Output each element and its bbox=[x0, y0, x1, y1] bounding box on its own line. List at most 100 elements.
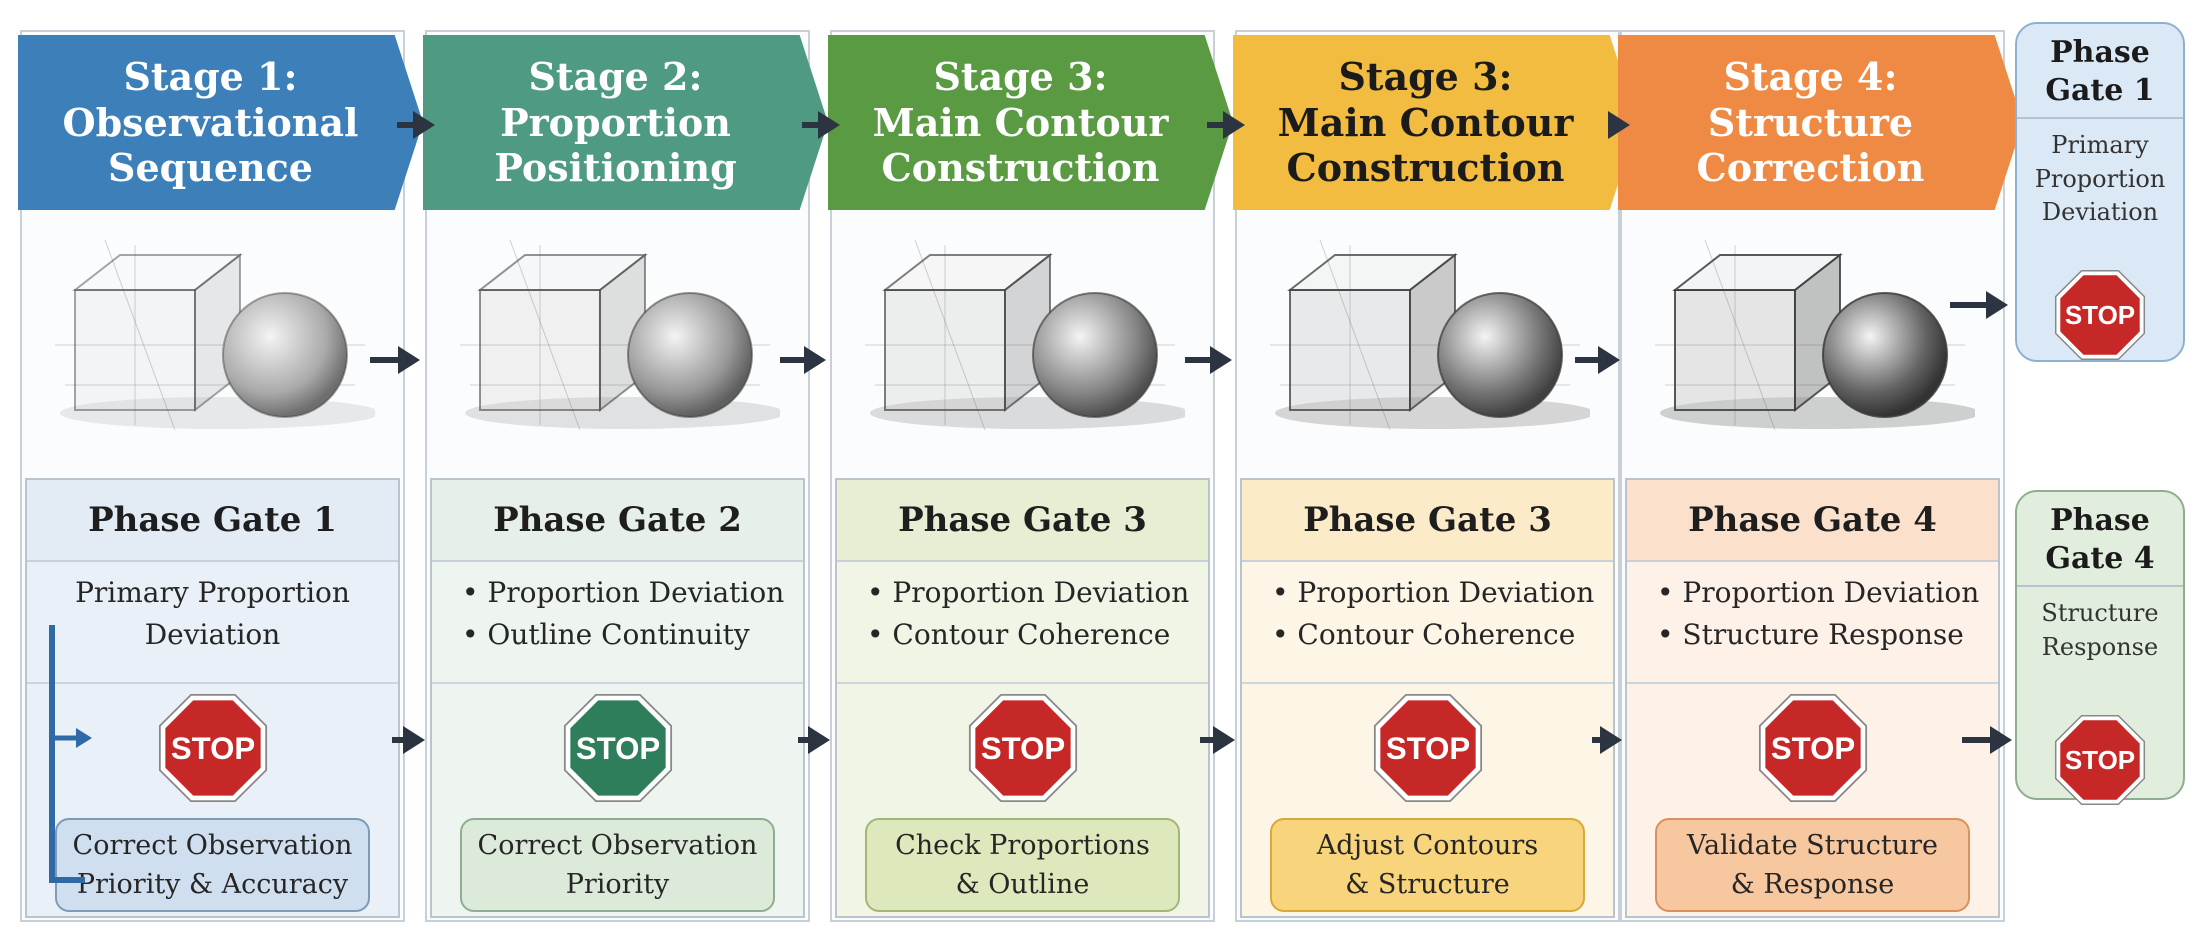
gate-divider bbox=[1627, 682, 1998, 684]
gate-divider bbox=[27, 682, 398, 684]
stage-title-line: Structure bbox=[1707, 99, 1914, 145]
stage-title-line: Stage 4: bbox=[1723, 54, 1898, 100]
side-gate-criteria-line: Deviation bbox=[2041, 198, 2159, 227]
cube-sphere-sketch bbox=[460, 239, 780, 431]
criteria-line: Deviation bbox=[144, 618, 281, 651]
action-line: Correct Observation bbox=[477, 829, 758, 861]
stage-title-line: Stage 3: bbox=[933, 54, 1108, 100]
stop-label: STOP bbox=[980, 731, 1064, 766]
side-gate-criteria-line: Structure bbox=[2041, 599, 2159, 627]
phase-gate-criteria: Proportion DeviationStructure Response bbox=[1627, 572, 1998, 656]
stop-sign-icon: STOP bbox=[158, 693, 267, 803]
action-line: Correct Observation bbox=[72, 829, 353, 861]
stop-sign-icon: STOP bbox=[2054, 269, 2146, 361]
stage-title-line: Correction bbox=[1696, 145, 1925, 191]
stage-title-line: Main Contour bbox=[1277, 99, 1574, 145]
stop-sign-icon: STOP bbox=[1373, 693, 1482, 803]
criteria-text: Proportion Deviation bbox=[1297, 576, 1595, 609]
criteria-item: Outline Continuity bbox=[462, 614, 803, 656]
side-gate-title-line: Gate 4 bbox=[2045, 540, 2155, 576]
phase-gate-title: Phase Gate 2 bbox=[432, 480, 803, 562]
stop-sign-icon: STOP bbox=[1758, 693, 1867, 803]
stop-sign-icon: STOP bbox=[563, 693, 672, 803]
cube-sphere-sketch bbox=[865, 239, 1185, 431]
stage-title-line: Main Contour bbox=[872, 99, 1169, 145]
stage-title-line: Stage 1: bbox=[123, 54, 298, 100]
corrective-action: Validate Structure & Response bbox=[1655, 818, 1970, 912]
phase-gate-title: Phase Gate 4 bbox=[1627, 480, 1998, 562]
side-gate-criteria-line: Proportion bbox=[2034, 164, 2166, 193]
gate-divider bbox=[1242, 682, 1613, 684]
side-gate-title-line: Phase bbox=[2050, 503, 2150, 538]
phase-gate-title: Phase Gate 3 bbox=[1242, 480, 1613, 562]
gate-divider bbox=[837, 682, 1208, 684]
stage-title-line: Sequence bbox=[108, 145, 313, 191]
action-line: Adjust Contours bbox=[1316, 829, 1539, 861]
side-gate-criteria-line: Primary bbox=[2051, 131, 2149, 159]
stage-title-line: Stage 3: bbox=[1338, 54, 1513, 100]
side-gate-criteria-line: Response bbox=[2041, 632, 2159, 661]
phase-gate-criteria: Proportion DeviationContour Coherence bbox=[1242, 572, 1613, 656]
cube-sphere-sketch bbox=[1270, 239, 1590, 431]
criteria-list: Proportion DeviationStructure Response bbox=[1627, 572, 1998, 656]
criteria-text: Contour Coherence bbox=[892, 618, 1171, 651]
corrective-action: Adjust Contours & Structure bbox=[1270, 818, 1585, 912]
criteria-text: Proportion Deviation bbox=[892, 576, 1190, 609]
criteria-item: Contour Coherence bbox=[1272, 614, 1613, 656]
stop-label: STOP bbox=[1770, 731, 1854, 766]
phase-gate-title: Phase Gate 3 bbox=[837, 480, 1208, 562]
stage-title-line: Proportion bbox=[500, 99, 731, 145]
action-line: Validate Structure bbox=[1686, 829, 1939, 861]
stage-title-line: Observational bbox=[62, 99, 359, 145]
criteria-text: Structure Response bbox=[1682, 618, 1964, 651]
stop-label: STOP bbox=[2065, 745, 2135, 775]
cube-sphere-sketch bbox=[55, 239, 375, 431]
phase-gate-criteria: Proportion DeviationOutline Continuity bbox=[432, 572, 803, 656]
criteria-item: Contour Coherence bbox=[867, 614, 1208, 656]
criteria-list: Proportion DeviationContour Coherence bbox=[1242, 572, 1613, 656]
action-line: & Structure bbox=[1345, 869, 1510, 900]
criteria-list: Proportion DeviationOutline Continuity bbox=[432, 572, 803, 656]
stage-title-line: Stage 2: bbox=[528, 54, 703, 100]
stop-label: STOP bbox=[1385, 731, 1469, 766]
criteria-text: Proportion Deviation bbox=[1682, 576, 1980, 609]
criteria-item: Structure Response bbox=[1657, 614, 1998, 656]
side-gate-title-line: Gate 1 bbox=[2045, 72, 2155, 108]
criteria-line: Primary Proportion bbox=[75, 576, 350, 609]
phase-gate-criteria: Proportion DeviationContour Coherence bbox=[837, 572, 1208, 656]
stage-title-line: Construction bbox=[1286, 145, 1565, 191]
action-line: Check Proportions bbox=[895, 829, 1150, 861]
side-gate-title-line: Phase bbox=[2050, 35, 2150, 70]
stop-label: STOP bbox=[575, 731, 659, 766]
corrective-action: Check Proportions& Outline bbox=[865, 818, 1180, 912]
gate-divider bbox=[432, 682, 803, 684]
criteria-text: Contour Coherence bbox=[1297, 618, 1576, 651]
stop-label: STOP bbox=[170, 731, 254, 766]
cube-sphere-sketch bbox=[1655, 239, 1975, 431]
criteria-item: Proportion Deviation bbox=[462, 572, 803, 614]
action-line: & Response bbox=[1730, 869, 1895, 900]
criteria-text: Proportion Deviation bbox=[487, 576, 785, 609]
stop-label: STOP bbox=[2065, 300, 2135, 330]
action-line: Priority & Accuracy bbox=[76, 869, 349, 900]
criteria-list: Proportion DeviationContour Coherence bbox=[837, 572, 1208, 656]
criteria-item: Proportion Deviation bbox=[1272, 572, 1613, 614]
stage-title-line: Construction bbox=[881, 145, 1160, 191]
criteria-item: Proportion Deviation bbox=[1657, 572, 1998, 614]
